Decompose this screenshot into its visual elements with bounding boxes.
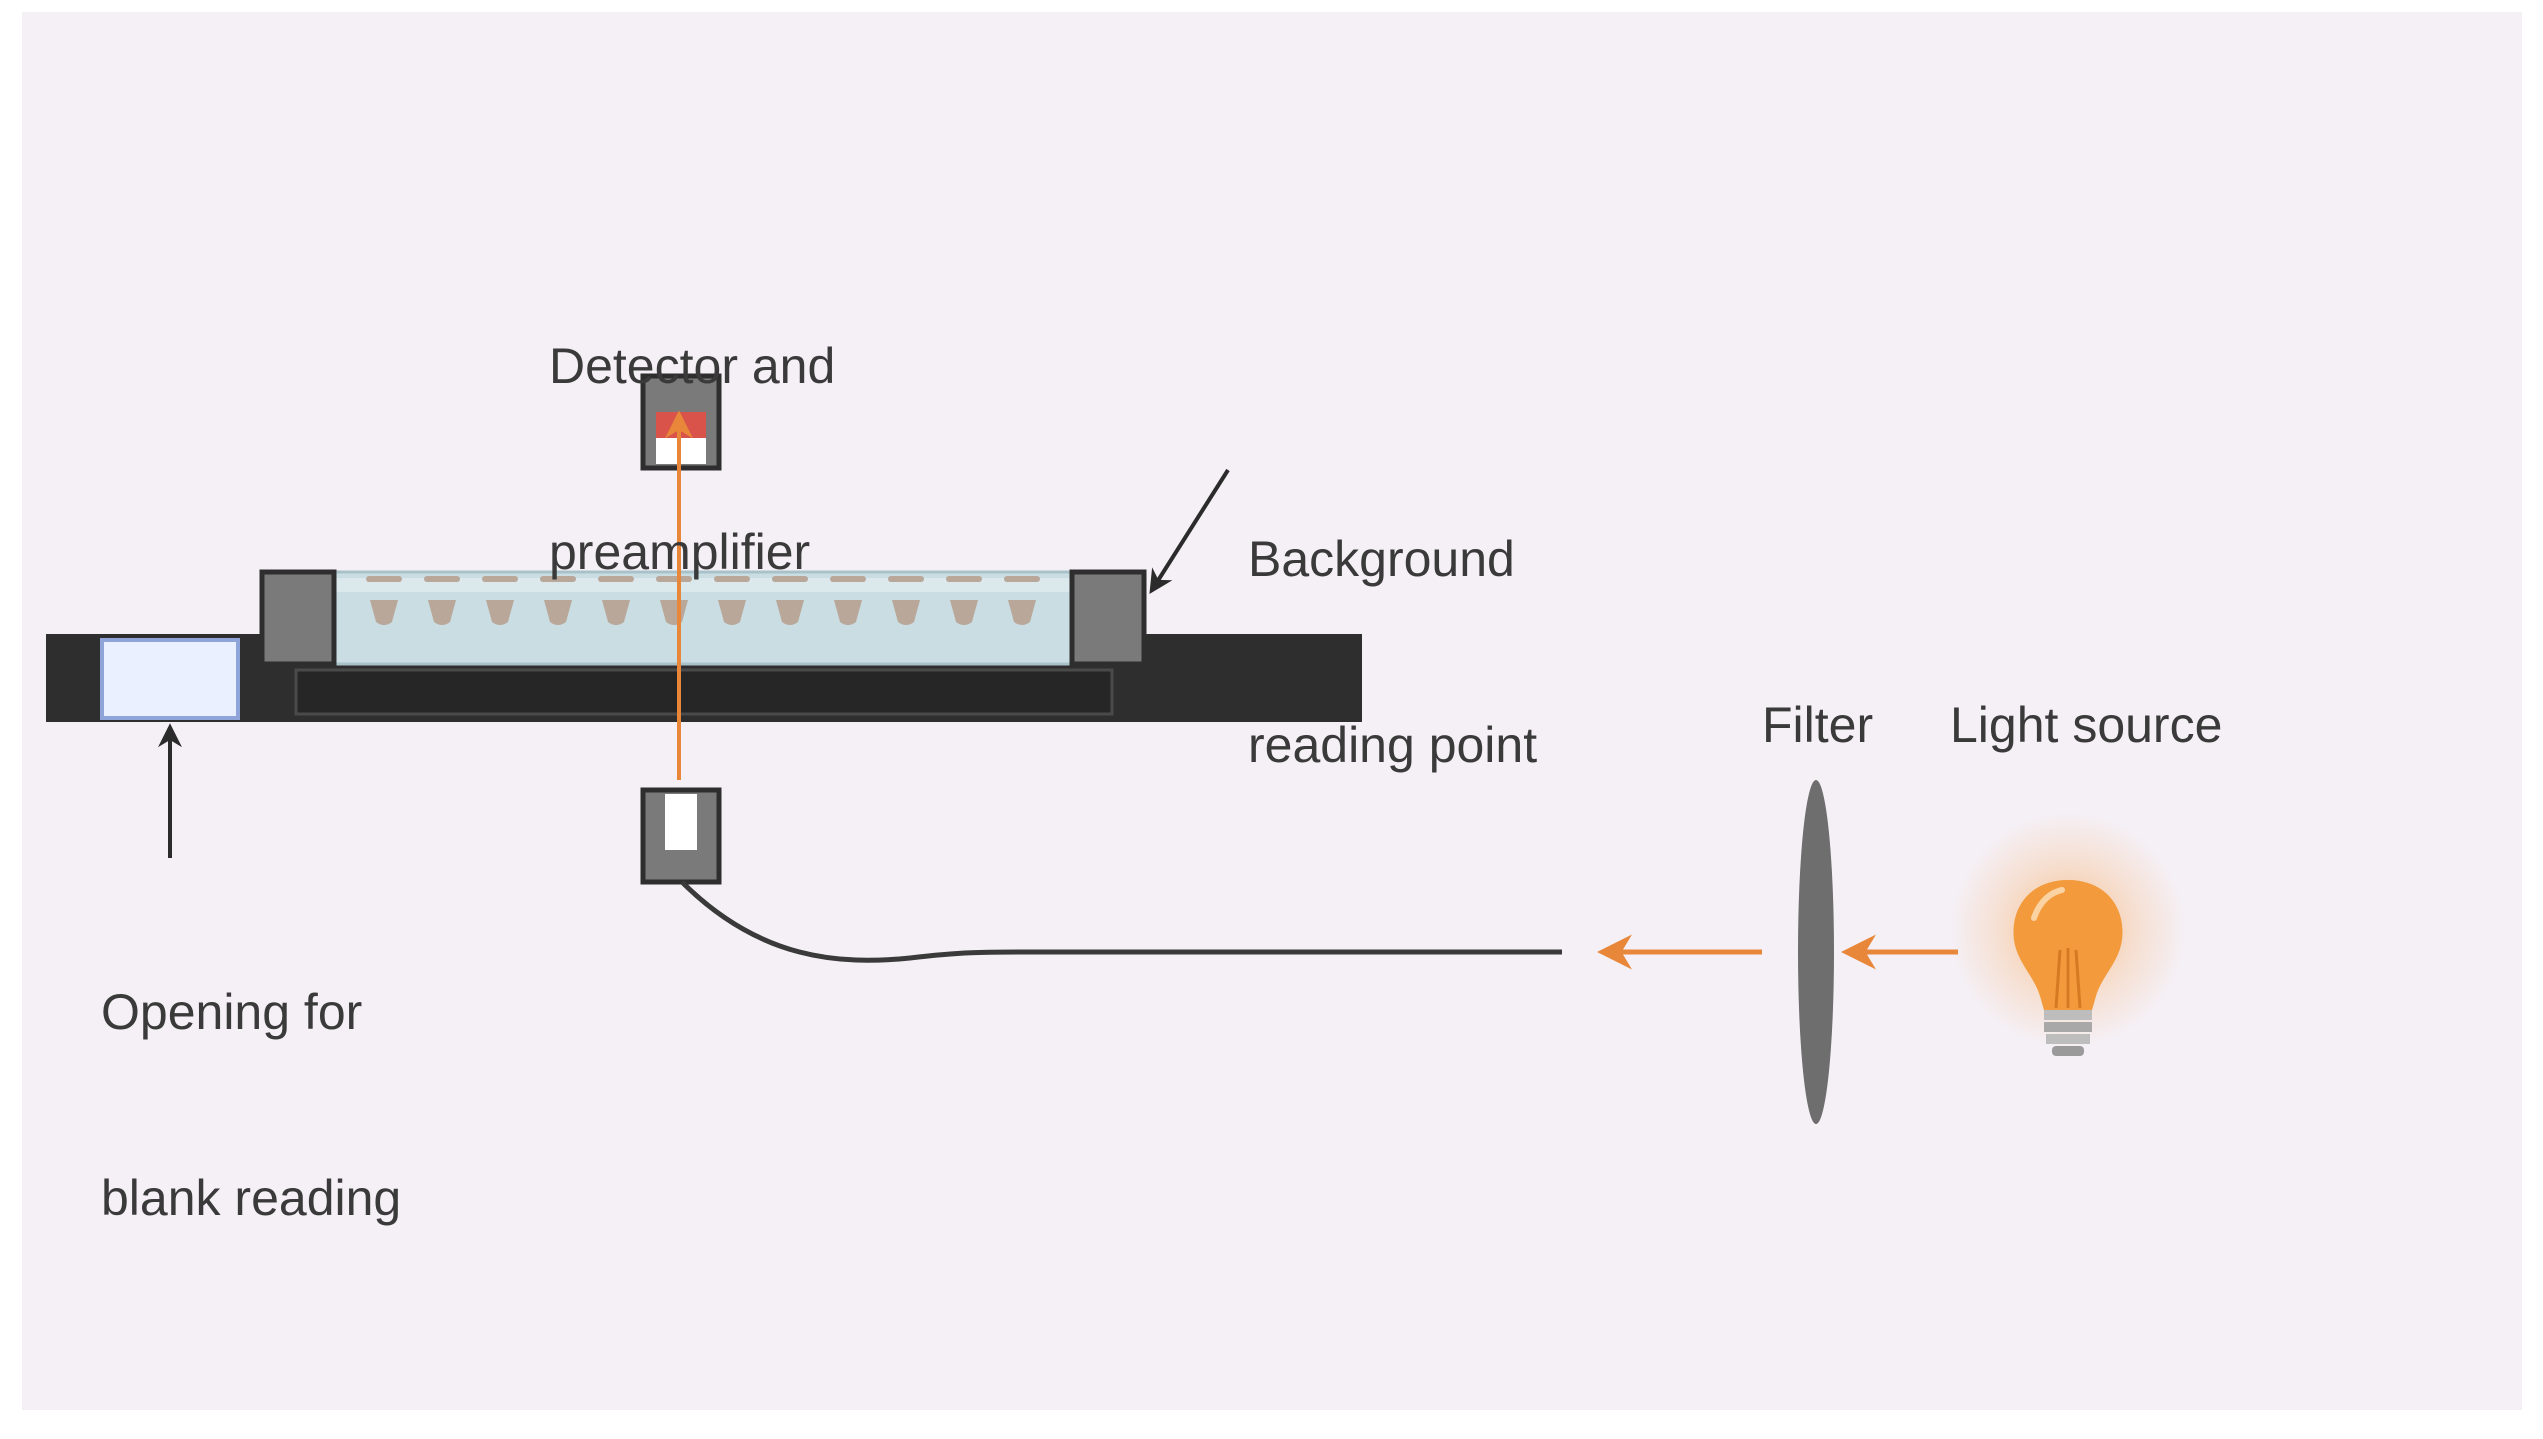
- microplate-well: [424, 576, 460, 625]
- fiber-optic-cable: [680, 880, 1562, 963]
- background-pointer-arrow: [1149, 468, 1230, 595]
- detector-label: Detector and preamplifier: [549, 211, 835, 645]
- microplate-well: [540, 576, 576, 625]
- microplate-well: [888, 576, 924, 625]
- detector-label-line2: preamplifier: [549, 524, 811, 580]
- microplate-well: [714, 576, 750, 625]
- blank-reading-label-line2: blank reading: [101, 1170, 402, 1226]
- microplate-well: [772, 576, 808, 625]
- light-bulb-icon: [1950, 812, 2186, 1056]
- microplate-well: [1004, 576, 1040, 625]
- microplate-wells: [366, 576, 1040, 625]
- filter-lens-icon: [1798, 780, 1834, 1124]
- fiber-optic-icon: [640, 787, 722, 885]
- blank-reading-label: Opening for blank reading: [101, 857, 401, 1291]
- microplate-icon: [328, 570, 1078, 666]
- filter-label: Filter: [1762, 697, 1874, 753]
- microplate-well: [482, 576, 518, 625]
- plate-clamp-right: [1069, 569, 1147, 667]
- microplate-well: [946, 576, 982, 625]
- microplate-well: [366, 576, 402, 625]
- detector-label-line1: Detector and: [549, 338, 836, 394]
- blank-reading-label-line1: Opening for: [101, 984, 363, 1040]
- background-label-line1: Background: [1248, 531, 1515, 587]
- microplate-well: [830, 576, 866, 625]
- background-label: Background reading point: [1248, 404, 1537, 838]
- blank-reading-opening: [100, 638, 240, 720]
- microplate-well: [598, 576, 634, 625]
- background-label-line2: reading point: [1248, 717, 1538, 773]
- plate-clamp-left: [259, 569, 337, 667]
- light-source-label: Light source: [1950, 697, 2223, 753]
